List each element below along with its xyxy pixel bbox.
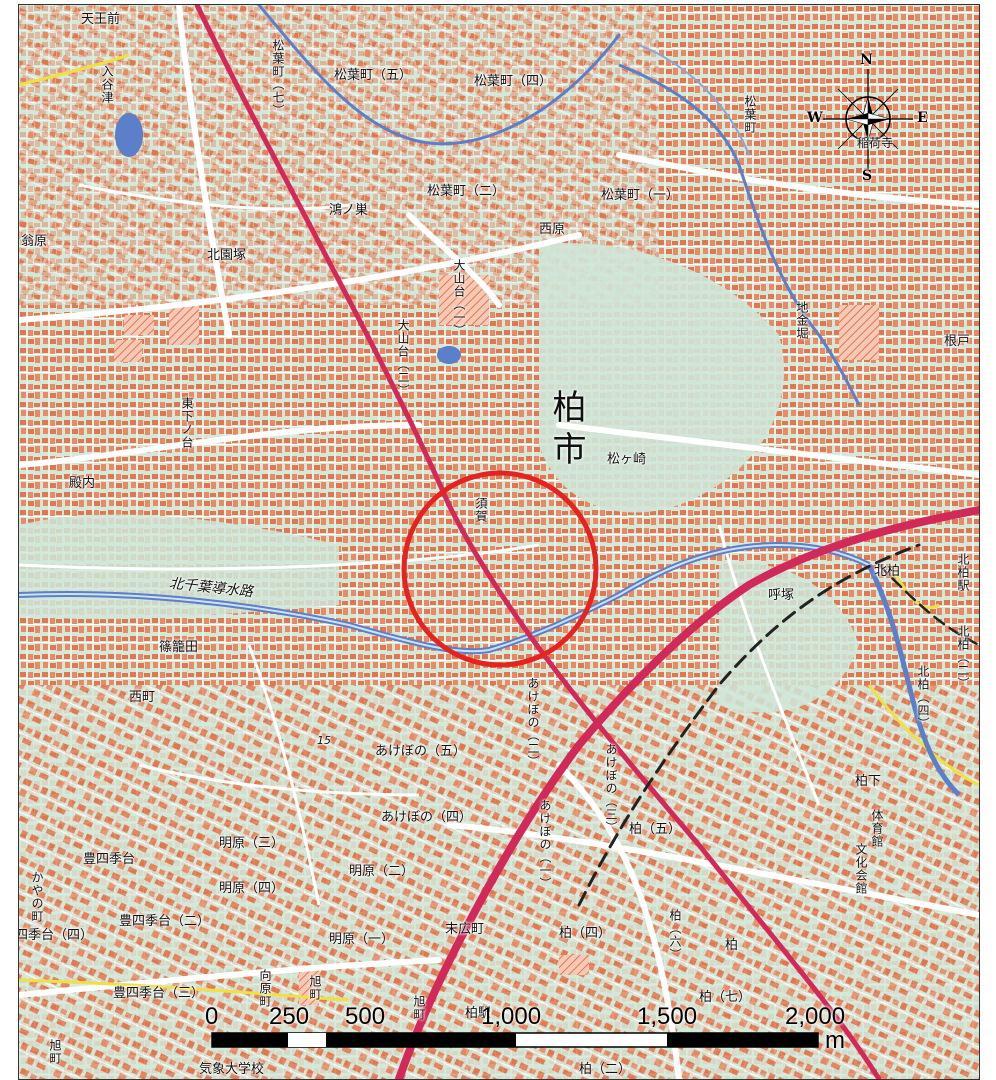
contour-label: 15 xyxy=(317,734,331,747)
place-label: 北柏 xyxy=(874,564,901,579)
place-label: 柏下 xyxy=(855,774,882,789)
scale-tick-label: 1,500 xyxy=(637,1003,698,1030)
compass-east: E xyxy=(917,110,928,126)
place-label: 松ヶ崎 xyxy=(607,452,647,467)
place-label: 稲荷寺 xyxy=(857,136,894,150)
place-label: あけぼの（二） xyxy=(526,677,540,768)
facility xyxy=(114,340,142,362)
facility xyxy=(299,965,319,1005)
water-channel xyxy=(19,44,961,797)
place-label: 鴻ノ巣 xyxy=(329,203,369,218)
facility xyxy=(559,955,589,975)
place-label: 文化会館 xyxy=(854,843,868,895)
place-label: 入谷津 xyxy=(100,65,114,104)
scale-unit: m xyxy=(825,1027,845,1054)
place-label: 豊四季台（三） xyxy=(113,986,205,1001)
scale-tick-label: 250 xyxy=(269,1003,310,1030)
place-label: 明原（一） xyxy=(329,932,395,947)
place-label: 旭町 xyxy=(308,975,322,1001)
compass-south: S xyxy=(862,168,873,184)
place-label: 明原（二） xyxy=(349,864,415,879)
scale-tick-label: 500 xyxy=(345,1003,386,1030)
place-label: 豊四季台 xyxy=(83,852,136,867)
place-label: 大山台（一） xyxy=(452,259,466,337)
place-label: 柏（七） xyxy=(699,990,752,1005)
place-label: 松葉町（七） xyxy=(271,39,285,117)
place-label: 北柏（四） xyxy=(916,665,930,730)
place-label: 北柏駅 xyxy=(956,553,970,592)
compass-west: W xyxy=(807,110,823,126)
place-label: あけぼの（三） xyxy=(604,743,618,834)
place-label: 殿内 xyxy=(69,476,96,491)
place-label: 天王前 xyxy=(81,12,121,27)
facility xyxy=(839,305,879,360)
place-label: 西原 xyxy=(539,222,566,237)
place-label: 旭町 xyxy=(48,1039,62,1065)
site-circle[interactable] xyxy=(401,470,599,668)
place-label: 松葉町（四） xyxy=(474,74,553,89)
place-label: 大山台（二） xyxy=(396,319,410,397)
place-label: 向原町 xyxy=(258,969,272,1008)
place-label: 北園塚 xyxy=(207,248,247,263)
compass-rose xyxy=(823,69,913,169)
place-label: 柏 xyxy=(725,938,739,953)
place-label: 松葉町（五） xyxy=(334,68,413,83)
place-label: 松葉町（二） xyxy=(427,184,506,199)
place-label: 東下ノ台 xyxy=(180,397,194,449)
place-label: 明原（三） xyxy=(219,836,285,851)
scale-tick-label: 1,000 xyxy=(481,1003,542,1030)
place-label: あけぼの（五） xyxy=(375,744,467,759)
compass-north: N xyxy=(860,52,873,68)
place-label: 篠籠田 xyxy=(159,640,199,655)
scale-tick-label: 0 xyxy=(205,1003,219,1030)
green-area xyxy=(719,563,859,713)
yellow-road xyxy=(19,53,979,1002)
railway xyxy=(194,5,979,1079)
place-label: 四季台（四） xyxy=(18,928,94,943)
place-label: 末広町 xyxy=(445,922,485,937)
facility xyxy=(124,315,154,335)
scale-bar xyxy=(211,1032,819,1048)
place-label: 気象大学校 xyxy=(199,1062,265,1077)
place-label: 西町 xyxy=(129,690,156,705)
place-label: 松葉町 xyxy=(743,95,757,134)
place-label: 体育館 xyxy=(870,809,884,848)
place-label: 柏（二） xyxy=(579,1062,632,1077)
place-label: 柏（六） xyxy=(668,909,682,961)
place-label: 北柏（二） xyxy=(956,625,970,690)
pond xyxy=(115,113,143,157)
facility xyxy=(169,305,199,345)
place-label: かやの町 xyxy=(30,871,44,923)
place-label: あけぼの（一） xyxy=(538,799,552,890)
place-label: 地金堀 xyxy=(795,301,809,340)
road-network-minor xyxy=(19,183,821,906)
place-label: 根戸 xyxy=(944,334,971,349)
place-label: 柏（五） xyxy=(629,822,682,837)
place-label: 翁原 xyxy=(21,234,48,249)
place-label: 明原（四） xyxy=(219,881,285,896)
road-network xyxy=(19,5,979,1079)
place-label: 松葉町（一） xyxy=(601,188,680,203)
place-label: 豊四季台（二） xyxy=(119,914,211,929)
place-label: 旭町 xyxy=(412,995,426,1021)
place-label: 柏（四） xyxy=(559,926,612,941)
place-label: 須賀 xyxy=(474,497,488,523)
scale-tick-label: 2,000 xyxy=(785,1003,846,1030)
city-name: 柏市 xyxy=(546,389,586,473)
map-frame[interactable]: 天王前 入谷津 松葉町（五） 松葉町（四） 松葉町 松葉町（七） 鴻ノ巣 松葉町… xyxy=(18,4,980,1080)
place-label: 柏駅 xyxy=(465,1006,492,1021)
place-label: あけぼの（四） xyxy=(381,810,473,825)
pond xyxy=(437,346,461,364)
place-label: 呼塚 xyxy=(768,588,795,603)
map-canvas[interactable] xyxy=(19,5,979,1079)
